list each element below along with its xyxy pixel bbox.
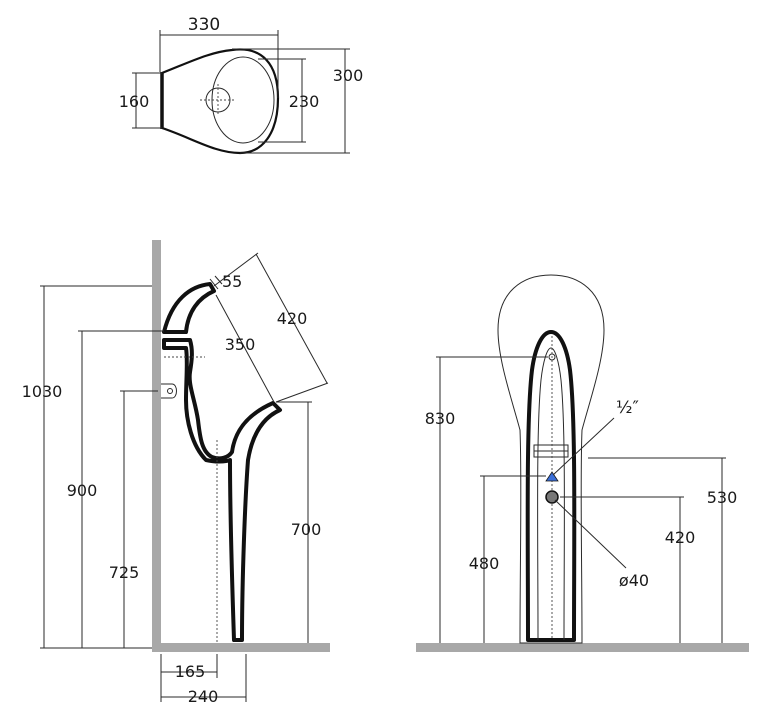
supply-marker xyxy=(545,471,559,482)
dim-900: 900 xyxy=(67,481,98,500)
side-view: 1030 900 725 700 55 420 350 165 240 xyxy=(22,240,330,706)
dim-330: 330 xyxy=(188,15,220,35)
dim-420-front: 420 xyxy=(665,528,696,547)
dim-700: 700 xyxy=(291,520,322,539)
dim-480: 480 xyxy=(469,554,500,573)
side-view-floor xyxy=(152,643,330,652)
dim-240: 240 xyxy=(188,687,219,706)
dim-160: 160 xyxy=(119,92,150,111)
top-view-basin-outline xyxy=(160,48,280,155)
side-view-basin xyxy=(162,282,216,334)
front-view-floor xyxy=(416,643,749,652)
dim-55: 55 xyxy=(222,272,242,291)
dim-1030: 1030 xyxy=(22,382,63,401)
front-view-basin-outline xyxy=(497,274,605,644)
dim-420: 420 xyxy=(277,309,308,328)
dim-half-inch: ½″ xyxy=(616,398,639,418)
dim-350: 350 xyxy=(225,335,256,354)
dim-o40: ø40 xyxy=(619,571,649,590)
dim-830: 830 xyxy=(425,409,456,428)
dim-230: 230 xyxy=(289,92,320,111)
front-view-pedestal xyxy=(525,330,577,642)
dim-165: 165 xyxy=(175,662,206,681)
dim-725: 725 xyxy=(109,563,140,582)
top-view: 330 300 230 160 xyxy=(119,15,364,155)
side-view-fixing xyxy=(161,383,177,399)
dim-530: 530 xyxy=(707,488,738,507)
dim-300: 300 xyxy=(333,66,364,85)
side-view-pedestal xyxy=(162,338,282,642)
side-view-wall xyxy=(152,240,161,650)
front-view: 830 480 530 420 ½″ ø40 xyxy=(416,274,749,652)
